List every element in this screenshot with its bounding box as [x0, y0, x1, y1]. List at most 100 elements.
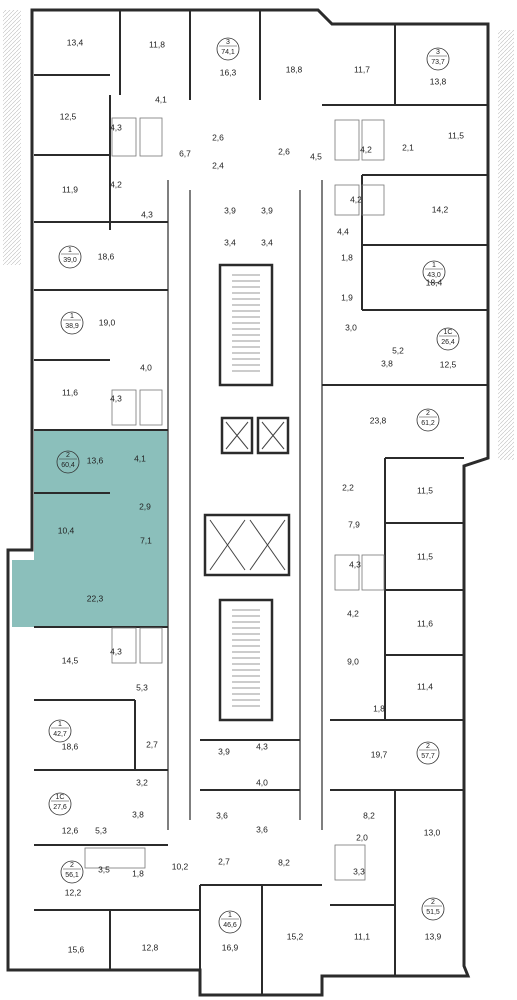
bottom-partitions [109, 739, 322, 995]
room-area-label: 11,7 [354, 64, 370, 74]
apartment-badge[interactable]: 260,4 [56, 450, 80, 474]
room-area-label: 13,4 [67, 37, 84, 47]
room-area-label: 12,2 [65, 887, 82, 897]
apartment-area: 38,9 [65, 323, 79, 330]
room-area-label: 12,6 [62, 825, 79, 835]
apartment-badge-circle [426, 47, 450, 71]
room-area-label: 3,2 [136, 777, 148, 787]
room-area-label: 3,9 [261, 205, 273, 215]
apartment-rooms: 1С [444, 329, 453, 336]
apartment-area: 57,7 [421, 753, 435, 760]
room-area-label: 11,5 [417, 551, 433, 561]
room-area-label: 6,7 [179, 148, 191, 158]
apartment-rooms: 1 [68, 247, 72, 254]
room-area-label: 3,0 [345, 322, 357, 332]
room-area-label: 4,5 [310, 151, 322, 161]
room-area-label: 1,8 [132, 868, 144, 878]
room-area-label: 2,6 [278, 146, 290, 156]
apartment-badge[interactable]: 138,9 [60, 311, 84, 335]
room-area-label: 4,1 [134, 453, 146, 463]
apartment-badge[interactable]: 257,7 [416, 741, 440, 765]
room-area-label: 15,6 [68, 944, 85, 954]
apartment-badge[interactable]: 143,0 [422, 260, 446, 284]
room-area-label: 3,4 [261, 237, 273, 247]
apartment-area: 46,6 [223, 922, 237, 929]
apartment-area: 56,1 [65, 872, 79, 879]
room-area-label: 4,2 [110, 179, 122, 189]
room-area-label: 13,8 [430, 76, 447, 86]
room-area-label: 3,8 [132, 809, 144, 819]
room-area-label: 3,4 [224, 237, 236, 247]
room-area-label: 11,6 [62, 387, 78, 397]
room-area-label: 4,3 [349, 559, 361, 569]
room-area-label: 2,1 [402, 142, 414, 152]
apartment-badge-circle [48, 792, 72, 816]
core [203, 263, 291, 722]
apartment-area: 43,0 [427, 272, 441, 279]
room-area-label: 4,2 [350, 194, 362, 204]
room-area-label: 5,3 [136, 682, 148, 692]
stair-treads [232, 274, 260, 707]
room-area-label: 12,8 [142, 942, 159, 952]
apartment-badge[interactable]: 146,6 [218, 910, 242, 934]
right-hatch-strip [498, 30, 514, 460]
room-area-label: 9,0 [347, 656, 359, 666]
room-area-label: 11,5 [448, 130, 464, 140]
apartment-area: 73,7 [431, 59, 445, 66]
apartment-badge[interactable]: 139,0 [58, 245, 82, 269]
room-area-label: 15,2 [287, 931, 304, 941]
room-area-label: 10,4 [58, 525, 75, 535]
apartment-badge[interactable]: 373,7 [426, 47, 450, 71]
apartment-rooms: 1 [58, 721, 62, 728]
apartment-area: 39,0 [63, 257, 77, 264]
apartment-area: 61,2 [421, 420, 435, 427]
apartment-rooms: 3 [436, 49, 440, 56]
room-area-label: 8,2 [363, 810, 375, 820]
apartment-badge[interactable]: 261,2 [416, 408, 440, 432]
room-area-label: 13,9 [425, 931, 442, 941]
apartment-badge[interactable]: 142,7 [48, 719, 72, 743]
room-area-label: 1,9 [341, 292, 353, 302]
room-area-label: 2,9 [139, 501, 151, 511]
room-area-label: 4,4 [337, 226, 349, 236]
room-area-label: 4,3 [110, 646, 122, 656]
apartment-badge-circle [436, 327, 460, 351]
room-area-label: 5,3 [95, 825, 107, 835]
room-area-label: 8,2 [278, 857, 290, 867]
apartment-badge[interactable]: 374,1 [216, 37, 240, 61]
room-area-label: 23,8 [370, 415, 387, 425]
room-area-label: 2,7 [146, 739, 158, 749]
apartment-badge[interactable]: 251,5 [421, 897, 445, 921]
room-area-label: 18,4 [426, 277, 443, 287]
room-area-label: 22,3 [87, 593, 104, 603]
apartment-badge[interactable]: 256,1 [60, 860, 84, 884]
apartment-area: 60,4 [61, 462, 75, 469]
apartment-badge-circle [60, 860, 84, 884]
room-area-label: 10,2 [172, 861, 189, 871]
apartment-badge-circle [48, 719, 72, 743]
room-area-label: 7,9 [348, 519, 360, 529]
room-area-label: 1,8 [373, 703, 385, 713]
room-area-label: 4,3 [141, 209, 153, 219]
room-area-label: 3,6 [256, 824, 268, 834]
room-area-label: 4,2 [360, 144, 372, 154]
room-area-label: 3,9 [218, 746, 230, 756]
room-area-label: 7,1 [140, 535, 152, 545]
room-area-label: 18,6 [62, 741, 79, 751]
apartment-rooms: 1 [228, 912, 232, 919]
room-area-label: 2,0 [356, 832, 368, 842]
apartment-badge-circle [218, 910, 242, 934]
apartment-badge-circle [421, 897, 445, 921]
room-area-label: 12,5 [440, 359, 457, 369]
apartment-badge-circle [58, 245, 82, 269]
bathroom-fixtures [84, 117, 385, 881]
room-area-label: 4,1 [155, 94, 167, 104]
room-area-label: 11,5 [417, 485, 433, 495]
room-area-label: 16,3 [220, 67, 237, 77]
room-area-label: 11,1 [354, 931, 370, 941]
room-area-label: 2,4 [212, 160, 224, 170]
highlighted-apartment[interactable] [12, 430, 168, 627]
